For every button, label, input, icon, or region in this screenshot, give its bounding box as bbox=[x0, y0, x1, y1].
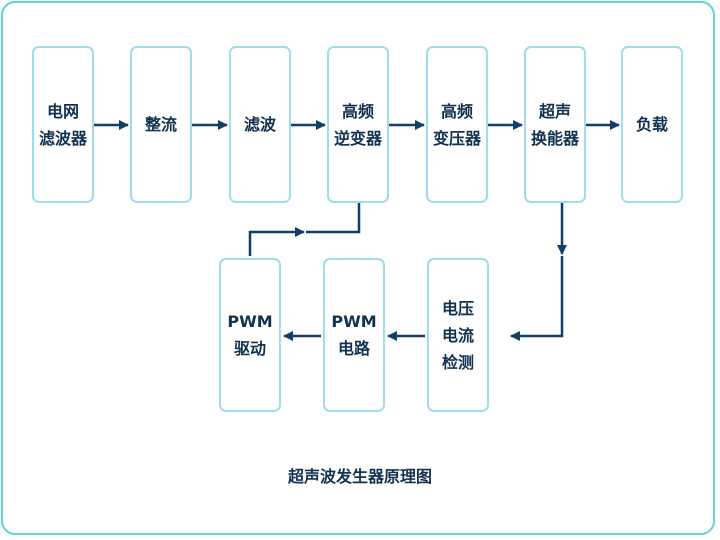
node-voltage-current-detect: 电压 电流 检测 bbox=[427, 258, 489, 412]
node-pwm-driver: PWM 驱动 bbox=[219, 258, 281, 412]
node-transducer: 超声 换能器 bbox=[524, 46, 586, 203]
node-grid-filter: 电网 滤波器 bbox=[32, 46, 94, 203]
arrow-driver-to-inverter bbox=[248, 227, 305, 256]
line-inverter-feedback bbox=[306, 203, 361, 234]
node-hf-inverter: 高频 逆变器 bbox=[327, 46, 389, 203]
diagram-caption: 超声波发生器原理图 bbox=[287, 467, 432, 486]
arrow-feedback-to-detect bbox=[510, 256, 564, 341]
node-hf-transformer: 高频 变压器 bbox=[426, 46, 488, 203]
node-rectifier: 整流 bbox=[130, 46, 192, 203]
node-pwm-circuit: PWM 电路 bbox=[323, 258, 385, 412]
node-load: 负载 bbox=[621, 46, 683, 203]
node-filter: 滤波 bbox=[229, 46, 291, 203]
